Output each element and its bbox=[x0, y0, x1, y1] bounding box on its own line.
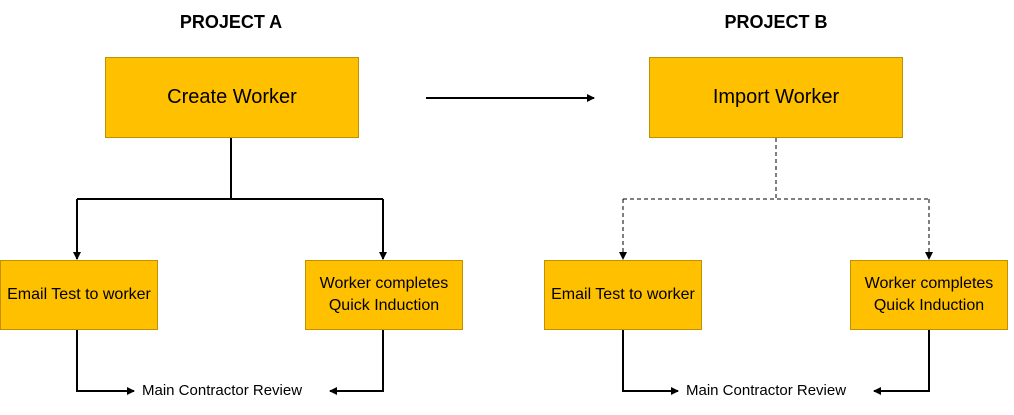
project-a-quick-induction-label: Worker completes Quick Induction bbox=[319, 275, 449, 314]
project-a-quick-induction-box: Worker completes Quick Induction bbox=[305, 260, 463, 330]
project-b-right-review-arrow bbox=[873, 330, 930, 395]
project-b-review-label: Main Contractor Review bbox=[686, 382, 847, 399]
project-a-left-review-arrow bbox=[76, 330, 135, 395]
project-b-quick-induction-box: Worker completes Quick Induction bbox=[850, 260, 1008, 330]
import-worker-label: Import Worker bbox=[712, 86, 840, 108]
project-a-review-label: Main Contractor Review bbox=[142, 382, 303, 399]
project-b-title: PROJECT B bbox=[724, 12, 828, 32]
project-b-email-test-label: Email Test to worker bbox=[551, 286, 695, 303]
import-worker-box: Import Worker bbox=[649, 57, 903, 138]
project-a-email-test-label: Email Test to worker bbox=[7, 286, 151, 303]
project-a-title: PROJECT A bbox=[179, 12, 283, 32]
project-b-email-test-box: Email Test to worker bbox=[544, 260, 702, 330]
project-b-left-review-arrow bbox=[622, 330, 679, 395]
project-a-email-test-box: Email Test to worker bbox=[0, 260, 158, 330]
project-a-right-review-arrow bbox=[329, 330, 384, 395]
create-worker-box: Create Worker bbox=[105, 57, 359, 138]
project-b-quick-induction-label: Worker completes Quick Induction bbox=[864, 275, 994, 314]
create-worker-label: Create Worker bbox=[167, 86, 297, 108]
